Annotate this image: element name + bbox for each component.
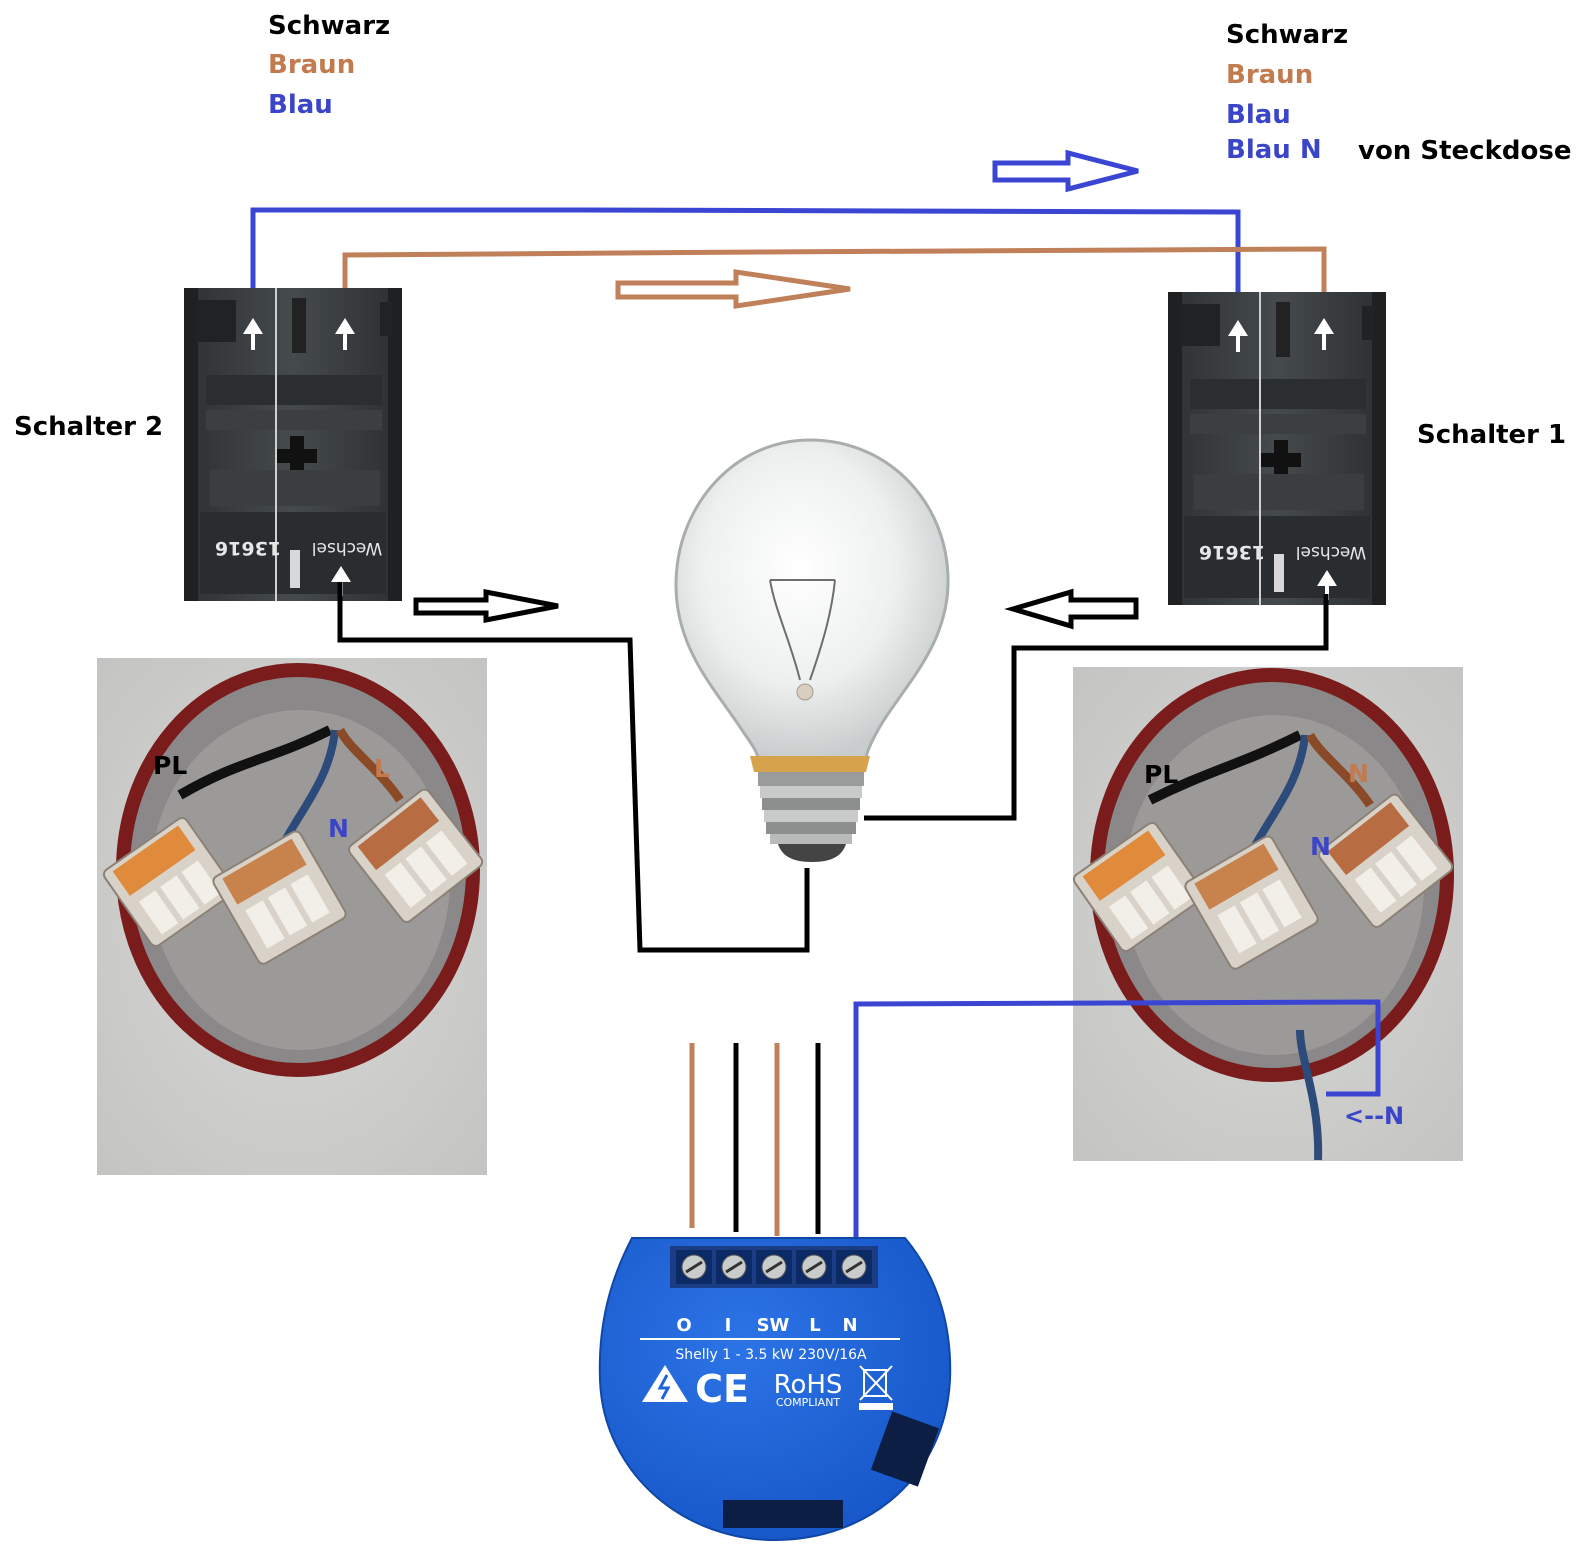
shelly-wire-n <box>853 999 1381 1238</box>
box-left-label-n: N <box>328 814 349 843</box>
shelly-terminal-sw: SW <box>757 1315 790 1336</box>
rohs-mark: RoHS <box>774 1370 843 1400</box>
legend-right-note: von Steckdose <box>1358 136 1571 166</box>
arrow-black-right-icon <box>413 588 559 624</box>
shelly-relay: O I SW L N Shelly 1 - 3.5 kW 230V/16A CE… <box>598 1237 952 1542</box>
brown-traveler-wire <box>342 246 1327 325</box>
legend-left-blue: Blau <box>268 90 333 120</box>
box-right-label-n-arrow: <--N <box>1344 1102 1404 1130</box>
box-right-label-n: N <box>1310 832 1331 861</box>
legend-right-brown: Braun <box>1226 60 1313 90</box>
weee-bin-icon <box>859 1365 893 1410</box>
ce-mark: CE <box>695 1367 749 1411</box>
warning-icon <box>642 1365 688 1402</box>
legend-left-brown: Braun <box>268 50 355 80</box>
rohs-compliant: COMPLIANT <box>776 1396 841 1409</box>
black-wire-switch-2-to-bulb <box>337 582 810 953</box>
shelly-model-text: Shelly 1 - 3.5 kW 230V/16A <box>675 1347 867 1363</box>
shelly-terminal-n: N <box>842 1315 857 1336</box>
switch-1-type: Wechsel <box>1296 542 1366 562</box>
switch-1-part-number: 13616 <box>1199 541 1265 563</box>
shelly-terminal-screws <box>676 1250 872 1284</box>
box-right-label-n2: N <box>1348 759 1369 788</box>
junction-box-right <box>1072 667 1463 1161</box>
legend-right-blue-n: Blau N <box>1226 135 1322 165</box>
shelly-bottom-connector <box>723 1500 843 1528</box>
switch-2-label: Schalter 2 <box>14 412 163 442</box>
switch-1: 13616 Wechsel <box>1168 292 1386 605</box>
switch-2: 13616 Wechsel <box>184 288 402 601</box>
light-bulb <box>674 438 950 862</box>
legend-right-black: Schwarz <box>1226 20 1348 50</box>
switch-2-part-number: 13616 <box>215 537 281 559</box>
shelly-programming-header <box>870 1411 940 1487</box>
arrow-black-left-icon <box>1004 588 1139 630</box>
arrow-brown-icon <box>615 269 851 309</box>
black-wire-switch-1-to-bulb <box>864 594 1329 821</box>
shelly-terminal-i: I <box>725 1315 732 1336</box>
junction-box-left <box>97 658 487 1175</box>
shelly-terminal-l: L <box>809 1315 820 1336</box>
box-right-label-pl: PL <box>1144 760 1178 789</box>
box-left-label-l: L <box>374 754 390 783</box>
legend-left-black: Schwarz <box>268 11 390 41</box>
switch-1-label: Schalter 1 <box>1417 420 1566 450</box>
legend-right-blue: Blau <box>1226 100 1291 130</box>
shelly-terminal-o: O <box>676 1315 691 1336</box>
switch-2-type: Wechsel <box>312 538 382 558</box>
arrow-blue-icon <box>992 149 1139 193</box>
box-left-label-pl: PL <box>153 751 187 780</box>
